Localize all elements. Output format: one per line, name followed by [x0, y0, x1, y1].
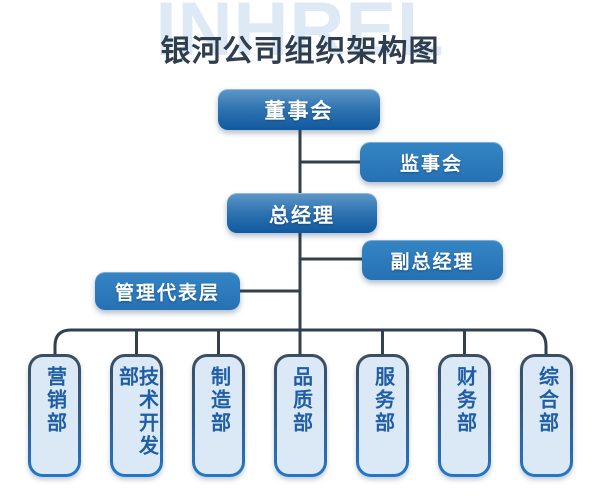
org-node-deputy-general-manager: 副总经理 — [362, 240, 503, 280]
dept-box-service: 服务部 — [356, 354, 409, 477]
org-node-management-representative: 管理代表层 — [95, 272, 240, 310]
dept-box-general-affairs: 综合部 — [520, 354, 573, 477]
dept-box-finance: 财务部 — [438, 354, 491, 477]
watermark-text: INHREL — [155, 0, 445, 72]
dept-box-tech-development: 技术开发部 — [110, 354, 163, 477]
org-node-supervisory: 监事会 — [360, 142, 503, 182]
dept-label: 技术开发部 — [115, 366, 158, 458]
dept-label: 服务部 — [371, 366, 394, 435]
dept-label: 制造部 — [207, 366, 230, 435]
dept-box-manufacturing: 制造部 — [192, 354, 245, 477]
dept-label: 营销部 — [43, 366, 66, 435]
dept-label: 财务部 — [453, 366, 476, 435]
dept-label: 综合部 — [535, 366, 558, 435]
page-title: 银河公司组织架构图 — [160, 35, 440, 68]
org-node-general-manager: 总经理 — [227, 193, 377, 233]
dept-label: 品质部 — [289, 366, 312, 435]
dept-box-quality: 品质部 — [274, 354, 327, 477]
dept-box-marketing: 营销部 — [28, 354, 81, 477]
org-node-board: 董事会 — [218, 89, 380, 130]
